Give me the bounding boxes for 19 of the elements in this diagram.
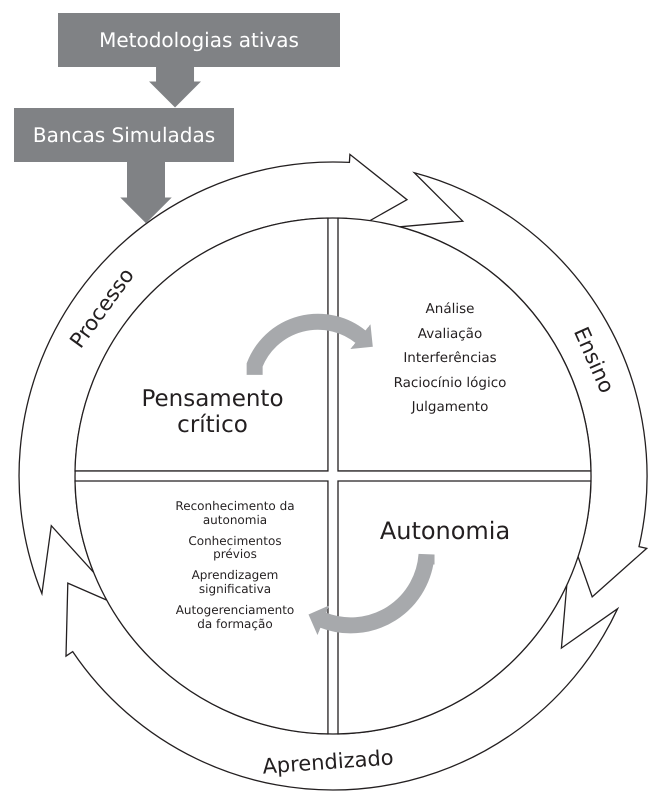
box-label: Bancas Simuladas (32, 123, 216, 147)
list-item: Conhecimentos prévios (187, 534, 283, 562)
quadrant-title: Autonomia (380, 518, 510, 546)
arrow (246, 314, 374, 375)
ring-label: Aprendizado (262, 745, 394, 778)
list-item: Autogerenciamento da formação (174, 604, 296, 632)
process-box (14, 108, 234, 162)
box-label: Metodologias ativas (99, 28, 299, 52)
list-item: Raciocínio lógico (394, 376, 506, 392)
list-item: Reconhecimento da autonomia (174, 500, 296, 528)
list-item: Julgamento (412, 400, 488, 416)
quadrant-title: Pensamento crítico (140, 386, 285, 439)
process-box (58, 13, 340, 67)
list-item: Interferências (403, 351, 497, 367)
list-item: Aprendizagem significativa (190, 569, 280, 597)
list-item: Avaliação (418, 326, 482, 342)
list-item: Análise (426, 302, 474, 318)
arrow (120, 162, 172, 224)
arrow (149, 67, 202, 108)
